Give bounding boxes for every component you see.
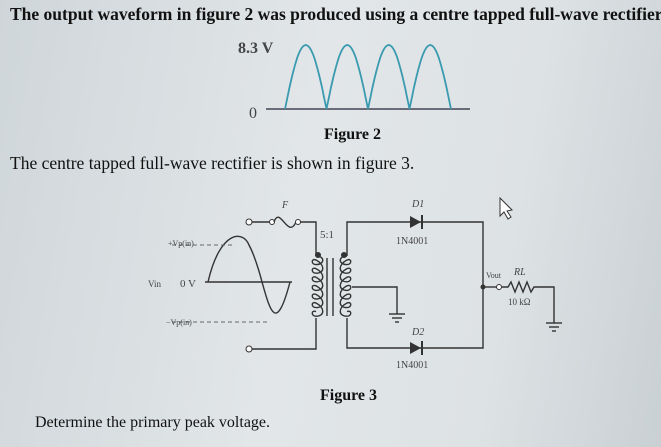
figure-2-waveform: 8.3 V 0 bbox=[238, 40, 470, 122]
rl-value: 10 kΩ bbox=[508, 297, 531, 307]
question-line-2: The centre tapped full-wave rectifier is… bbox=[10, 153, 415, 173]
question-line-3: Determine the primary peak voltage. bbox=[35, 414, 271, 431]
d2-part: 1N4001 bbox=[396, 360, 428, 371]
zero-v-label: 0 V bbox=[180, 278, 196, 290]
ground-icon bbox=[389, 313, 405, 323]
peak-label: 8.3 V bbox=[238, 40, 274, 57]
centre-tap bbox=[352, 286, 398, 314]
diode-d2 bbox=[410, 341, 423, 355]
rectified-wave bbox=[284, 44, 452, 110]
figure-3-caption: Figure 3 bbox=[320, 387, 378, 404]
vout-label: Vout bbox=[486, 271, 502, 280]
fuse-label: F bbox=[281, 200, 289, 211]
vin-label: Vin bbox=[148, 279, 161, 289]
turns-ratio: 5:1 bbox=[320, 229, 334, 241]
question-line-1: The output waveform in figure 2 was prod… bbox=[10, 4, 661, 24]
figure-2-caption: Figure 2 bbox=[324, 126, 382, 143]
zero-label: 0 bbox=[249, 105, 257, 122]
d1-part: 1N4001 bbox=[396, 236, 428, 247]
ground-icon bbox=[546, 322, 562, 332]
primary-coil bbox=[311, 255, 324, 317]
diode-d1 bbox=[410, 215, 423, 229]
figure-3-circuit: +Vp(in) −Vp(in) Vin 0 V F 5:1 D1 1N4001 bbox=[148, 199, 562, 371]
resistor-rl bbox=[502, 280, 555, 323]
rl-label: RL bbox=[513, 267, 526, 278]
input-terminal-bottom bbox=[245, 345, 253, 353]
input-terminal-top bbox=[245, 218, 253, 226]
secondary-coil bbox=[339, 255, 352, 317]
vneg-label: −Vp(in) bbox=[166, 318, 192, 327]
fuse bbox=[273, 216, 297, 229]
mouse-pointer-icon bbox=[499, 196, 514, 220]
vout-terminal bbox=[496, 284, 502, 290]
input-sine bbox=[207, 235, 291, 314]
d2-label: D2 bbox=[411, 327, 424, 338]
d1-label: D1 bbox=[411, 199, 424, 210]
vpos-label: +Vp(in) bbox=[168, 239, 194, 248]
